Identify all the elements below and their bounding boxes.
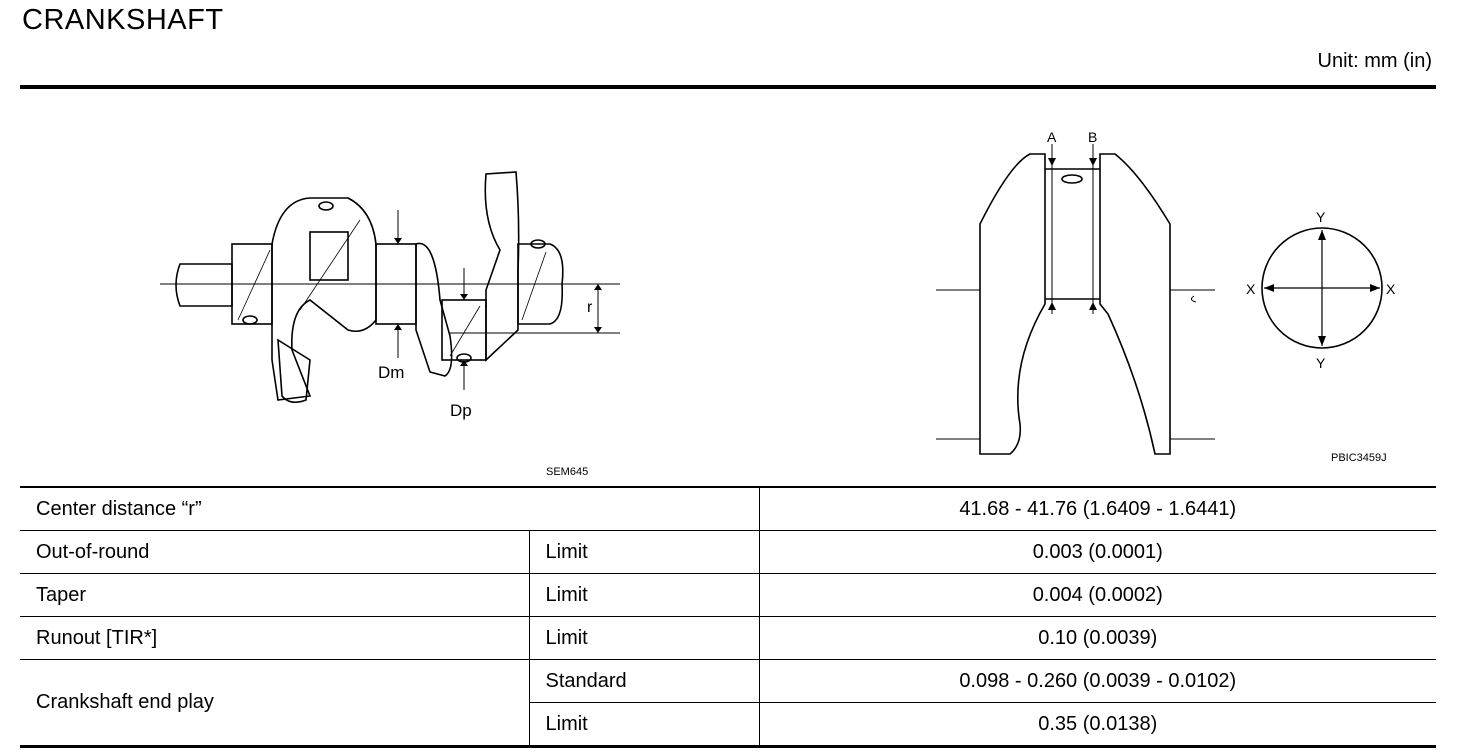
table-row: Center distance “r” 41.68 - 41.76 (1.640…	[20, 486, 1436, 531]
dm-label: Dm	[378, 363, 404, 382]
left-figure-code: SEM645	[546, 466, 589, 478]
taper-label: Taper	[20, 573, 529, 617]
y-top-label: Y	[1316, 209, 1326, 225]
header-rule	[20, 85, 1436, 89]
dp-label: Dp	[450, 401, 472, 420]
table-row: Crankshaft end play Standard 0.098 - 0.2…	[20, 659, 1436, 748]
center-distance-label: Center distance “r”	[20, 486, 759, 531]
journal-measurement-diagram: A B X X Y Y	[936, 129, 1396, 455]
out-of-round-sub: Limit	[528, 530, 759, 574]
page-title: CRANKSHAFT	[22, 4, 224, 36]
table-row: Limit 0.35 (0.0138)	[20, 702, 1436, 748]
b-label: B	[1088, 129, 1097, 145]
out-of-round-value: 0.003 (0.0001)	[758, 530, 1436, 574]
x-left-label: X	[1246, 281, 1256, 297]
table-row: Out-of-round Limit 0.003 (0.0001)	[20, 530, 1436, 574]
y-bottom-label: Y	[1316, 355, 1326, 371]
end-play-limit-label: Limit	[528, 702, 759, 748]
table-row: Runout [TIR*] Limit 0.10 (0.0039)	[20, 616, 1436, 660]
center-distance-value: 41.68 - 41.76 (1.6409 - 1.6441)	[758, 486, 1436, 531]
crankshaft-spec-table: Center distance “r” 41.68 - 41.76 (1.640…	[20, 486, 1436, 748]
end-play-standard-value: 0.098 - 0.260 (0.0039 - 0.0102)	[758, 659, 1436, 703]
table-row: Taper Limit 0.004 (0.0002)	[20, 573, 1436, 617]
x-right-label: X	[1386, 281, 1396, 297]
runout-value: 0.10 (0.0039)	[758, 616, 1436, 660]
out-of-round-label: Out-of-round	[20, 530, 529, 574]
right-figure-code: PBIC3459J	[1331, 452, 1387, 464]
end-play-limit-value: 0.35 (0.0138)	[758, 702, 1436, 748]
unit-label: Unit: mm (in)	[1317, 50, 1432, 72]
end-play-label: Crankshaft end play	[20, 659, 529, 748]
taper-sub: Limit	[528, 573, 759, 617]
crankshaft-side-diagram: r Dm Dp	[160, 171, 620, 420]
a-label: A	[1047, 129, 1057, 145]
runout-label: Runout [TIR*]	[20, 616, 529, 660]
r-label: r	[587, 299, 593, 316]
end-play-standard-label: Standard	[528, 659, 759, 703]
runout-sub: Limit	[528, 616, 759, 660]
taper-value: 0.004 (0.0002)	[758, 573, 1436, 617]
